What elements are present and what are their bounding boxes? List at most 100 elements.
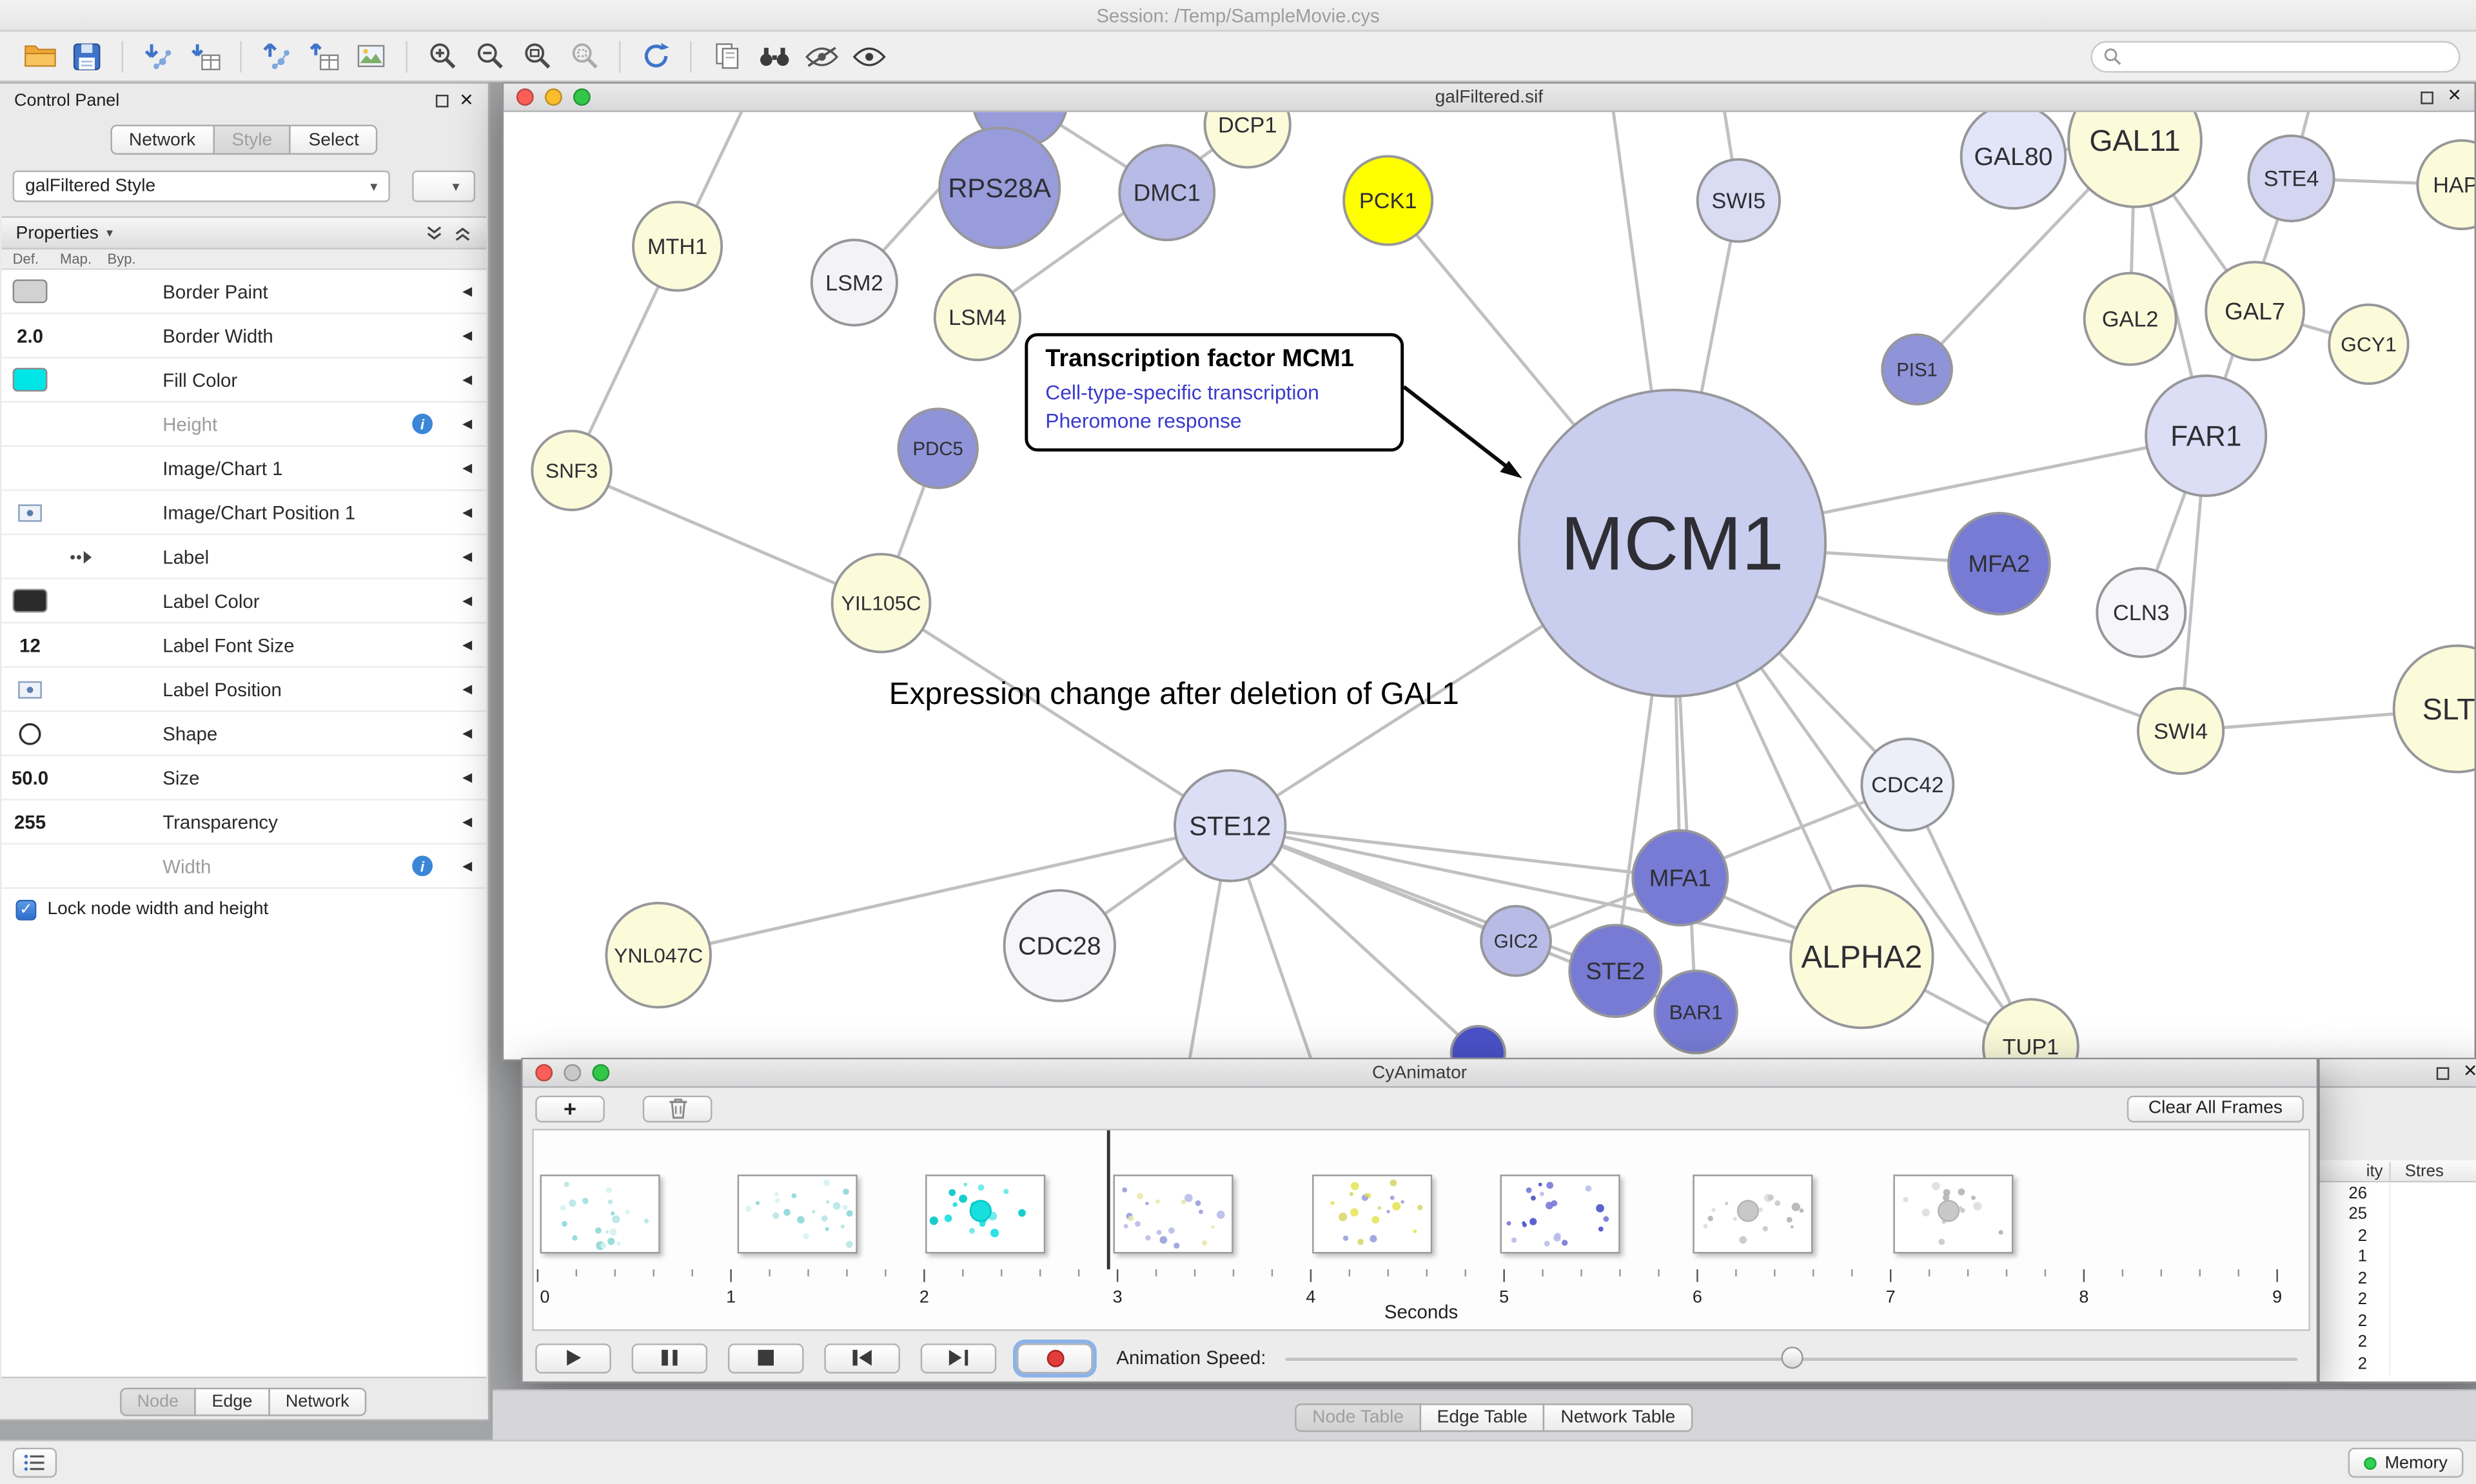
collapse-all-icon[interactable] — [425, 224, 444, 242]
restore-window-icon[interactable] — [2420, 90, 2433, 104]
network-node-slt2[interactable]: SLT2 — [2392, 644, 2475, 774]
frame-thumbnail-5[interactable] — [1312, 1175, 1433, 1254]
close-panel-icon[interactable]: ✕ — [459, 90, 474, 110]
pause-button[interactable] — [631, 1342, 708, 1373]
expand-arrow-icon[interactable]: ◀ — [462, 814, 473, 829]
close-window-icon[interactable] — [535, 1064, 553, 1082]
import-table-icon[interactable] — [182, 35, 229, 77]
annotation-box[interactable]: Transcription factor MCM1 Cell-type-spec… — [1025, 333, 1404, 453]
style-options-dropdown[interactable]: ▾ — [412, 170, 476, 202]
save-session-icon[interactable] — [63, 35, 110, 77]
record-button[interactable] — [1017, 1342, 1093, 1373]
network-node-cln3[interactable]: CLN3 — [2096, 567, 2187, 658]
network-node-lsm2[interactable]: LSM2 — [810, 239, 898, 327]
search-box[interactable] — [2090, 40, 2461, 72]
default-value-cell[interactable] — [1, 589, 58, 613]
mapping-cell[interactable] — [59, 547, 106, 566]
expand-all-icon[interactable] — [453, 224, 472, 242]
expand-arrow-icon[interactable]: ◀ — [462, 770, 473, 785]
frame-thumbnail-6[interactable] — [1500, 1175, 1620, 1254]
tab-select[interactable]: Select — [290, 124, 378, 155]
column-header[interactable]: ity — [2366, 1161, 2383, 1180]
tab-edge[interactable]: Edge — [194, 1387, 270, 1416]
frame-thumbnail-1[interactable] — [540, 1175, 660, 1254]
expand-arrow-icon[interactable]: ◀ — [462, 416, 473, 431]
network-node-mth1[interactable]: MTH1 — [632, 200, 723, 292]
open-session-icon[interactable] — [15, 35, 63, 77]
table-row[interactable]: 2 — [2319, 1310, 2476, 1332]
close-window-x-icon[interactable]: ✕ — [2463, 1063, 2476, 1082]
network-node-snf3[interactable]: SNF3 — [531, 429, 613, 511]
network-node-dmc1[interactable]: DMC1 — [1118, 144, 1216, 242]
network-node-mcm1[interactable]: MCM1 — [1517, 388, 1827, 698]
table-row[interactable]: 2 — [2319, 1225, 2476, 1247]
property-row-label[interactable]: Label◀ — [1, 535, 487, 580]
default-value-cell[interactable]: 2.0 — [17, 324, 43, 347]
properties-header[interactable]: Properties ▾ — [1, 217, 487, 249]
network-node-pck1[interactable]: PCK1 — [1342, 155, 1434, 246]
clear-all-frames-button[interactable]: Clear All Frames — [2127, 1095, 2304, 1122]
network-node-ynl047c[interactable]: YNL047C — [605, 901, 712, 1009]
default-value-cell[interactable]: 12 — [19, 634, 41, 656]
tab-edge-table[interactable]: Edge Table — [1419, 1403, 1545, 1432]
network-node-gcy1[interactable]: GCY1 — [2328, 303, 2410, 386]
search-input[interactable] — [2130, 46, 2448, 66]
expand-arrow-icon[interactable]: ◀ — [462, 284, 473, 298]
default-value-cell[interactable] — [1, 503, 58, 522]
network-node-mfa2[interactable]: MFA2 — [1947, 511, 2051, 616]
frame-thumbnail-3[interactable] — [925, 1175, 1046, 1254]
import-network-icon[interactable] — [134, 35, 181, 77]
expand-arrow-icon[interactable]: ◀ — [462, 726, 473, 741]
network-node-cdc28[interactable]: CDC28 — [1003, 889, 1116, 1002]
network-node-bar1[interactable]: BAR1 — [1653, 970, 1738, 1055]
search-network-icon[interactable] — [750, 35, 797, 77]
tab-node-table[interactable]: Node Table — [1295, 1403, 1422, 1432]
memory-button[interactable]: Memory — [2348, 1447, 2464, 1478]
default-value-cell[interactable] — [1, 721, 58, 746]
network-node-swi4[interactable]: SWI4 — [2136, 687, 2225, 775]
network-node-gic2[interactable]: GIC2 — [1480, 904, 1552, 977]
property-row-shape[interactable]: Shape◀ — [1, 712, 487, 757]
frame-thumbnail-7[interactable] — [1693, 1175, 1813, 1254]
zoom-fit-icon[interactable] — [513, 35, 560, 77]
annotation-link-2[interactable]: Pheromone response — [1045, 409, 1242, 433]
slider-handle[interactable] — [1781, 1346, 1803, 1369]
network-node-partial[interactable] — [1449, 1024, 1506, 1060]
property-row-border-paint[interactable]: Border Paint◀ — [1, 269, 487, 315]
network-node-swi5[interactable]: SWI5 — [1696, 158, 1781, 243]
expand-arrow-icon[interactable]: ◀ — [462, 859, 473, 874]
ui-settings-button[interactable] — [12, 1447, 57, 1478]
add-frame-button[interactable]: + — [535, 1095, 605, 1122]
expand-arrow-icon[interactable]: ◀ — [462, 328, 473, 343]
stop-button[interactable] — [727, 1342, 804, 1373]
network-node-rps28a[interactable]: RPS28A — [938, 126, 1061, 249]
frame-thumbnail-8[interactable] — [1893, 1175, 2014, 1254]
network-node-yil105c[interactable]: YIL105C — [830, 552, 932, 654]
export-image-icon[interactable] — [348, 35, 395, 77]
table-row[interactable]: 25 — [2319, 1204, 2476, 1225]
annotation-icon[interactable] — [703, 35, 750, 77]
expand-arrow-icon[interactable]: ◀ — [462, 549, 473, 564]
network-node-gal80[interactable]: GAL80 — [1960, 112, 2067, 210]
property-row-fill-color[interactable]: Fill Color◀ — [1, 358, 487, 403]
expand-arrow-icon[interactable]: ◀ — [462, 638, 473, 652]
column-header[interactable]: Stres — [2389, 1161, 2476, 1180]
node-table-titlebar[interactable]: ✕ — [2319, 1059, 2476, 1088]
zoom-out-icon[interactable] — [466, 35, 513, 77]
float-panel-icon[interactable] — [435, 94, 448, 108]
network-node-far1[interactable]: FAR1 — [2145, 374, 2268, 497]
show-details-icon[interactable] — [845, 35, 892, 77]
table-row[interactable]: 1 — [2319, 1246, 2476, 1268]
network-node-cdc42[interactable]: CDC42 — [1860, 737, 1955, 832]
network-node-pdc5[interactable]: PDC5 — [897, 407, 979, 489]
frame-thumbnail-4[interactable] — [1113, 1175, 1233, 1254]
table-row[interactable]: 2 — [2319, 1267, 2476, 1289]
default-value-cell[interactable] — [1, 367, 58, 392]
zoom-selected-icon[interactable] — [560, 35, 607, 77]
annotation-link-1[interactable]: Cell-type-specific transcription — [1045, 380, 1319, 404]
network-node-ste2[interactable]: STE2 — [1568, 924, 1663, 1019]
